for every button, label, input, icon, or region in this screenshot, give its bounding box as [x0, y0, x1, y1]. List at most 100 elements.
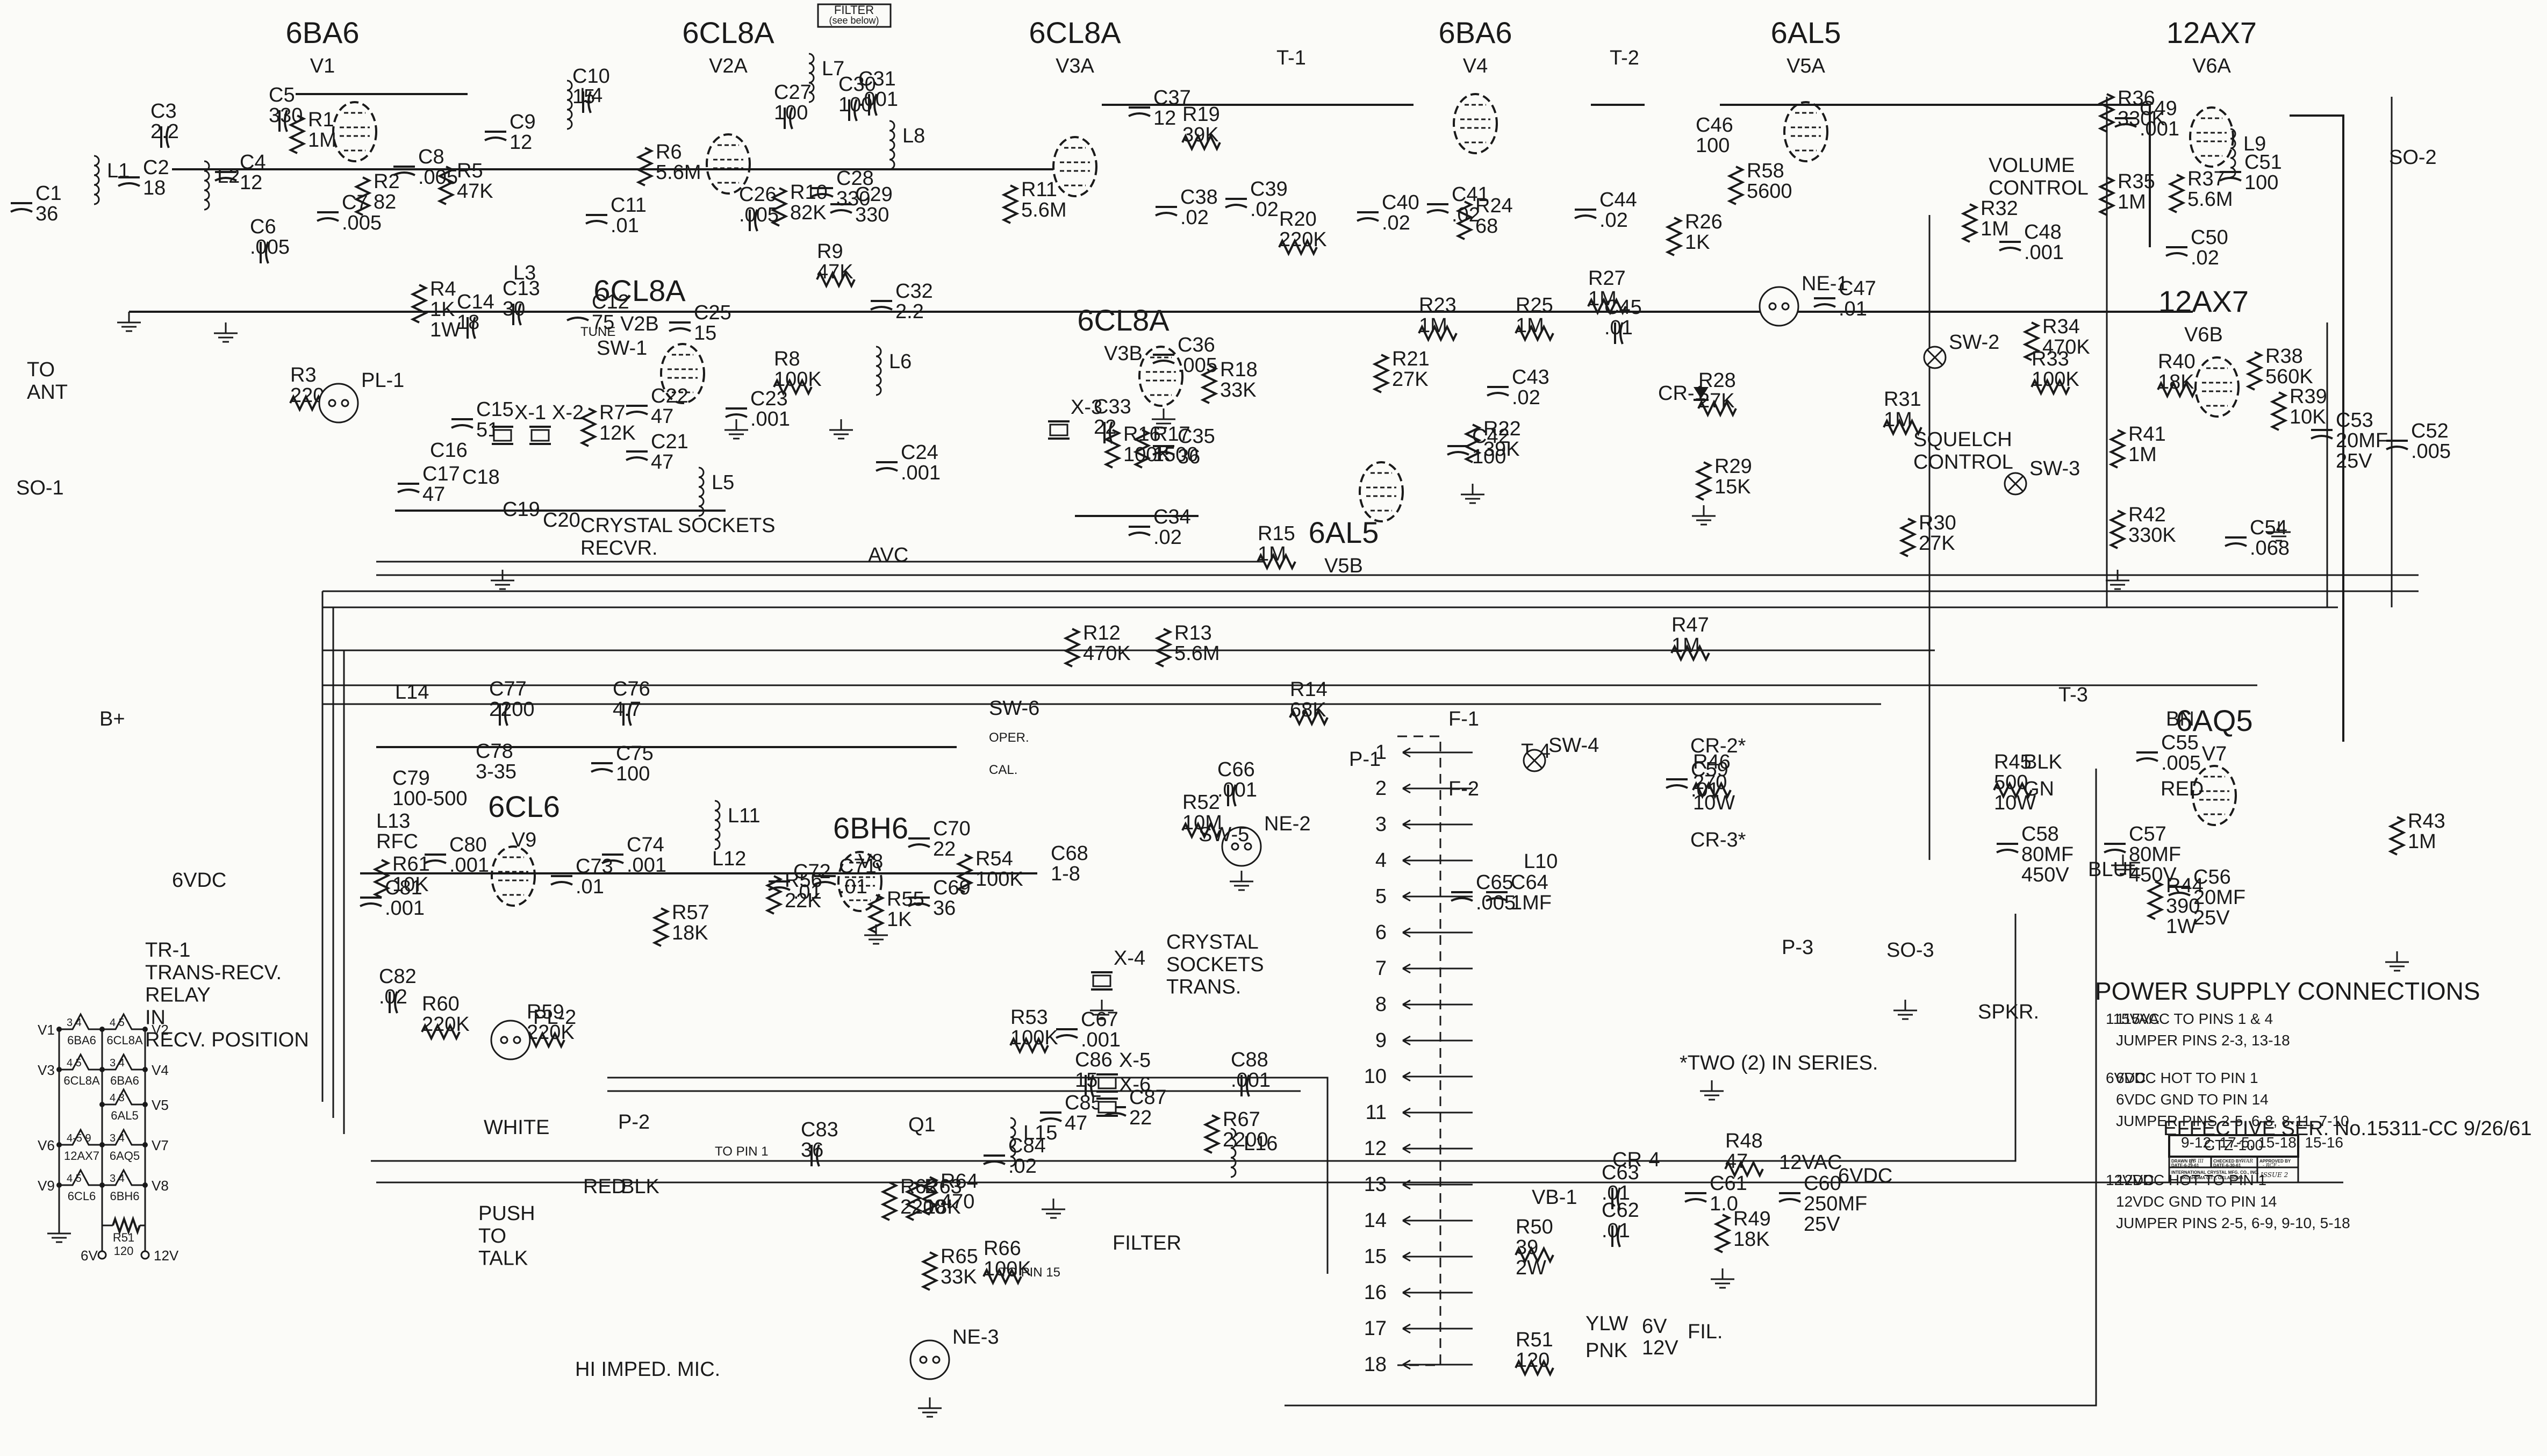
p1-pin-10: 10	[1364, 1065, 1473, 1088]
component-c70-value: 22	[933, 838, 956, 860]
drawn-by-signature: JB III	[2190, 1159, 2204, 1164]
component-x-5-ref: X-5	[1119, 1049, 1151, 1072]
component-c37-value: 12	[1153, 107, 1176, 130]
component-c71-value: .01	[839, 876, 867, 898]
p1-pin-number: 1	[1375, 741, 1387, 764]
component-c47-ref: C47	[1839, 277, 1876, 300]
component-c58-value: 80MF	[2021, 843, 2074, 866]
component-l14: L14	[395, 681, 429, 704]
label-volume-control: CONTROL	[1989, 177, 2089, 199]
component-so-3-ref: SO-3	[1886, 939, 1934, 962]
component-c46-value: 100	[1696, 134, 1730, 157]
label-v6dc: 6VDC	[1838, 1165, 1892, 1187]
component-r48-value: 47	[1725, 1150, 1748, 1173]
p1-pin-15: 15	[1364, 1245, 1473, 1268]
tube-v5a-type: 6AL5	[1771, 16, 1841, 49]
component-sw-1: SW-1	[597, 337, 647, 360]
p1-pin-number: 4	[1375, 849, 1387, 872]
component-r11-ref: R11	[1021, 178, 1057, 201]
tube-v3b-id: V3B	[1104, 342, 1143, 365]
component-c62-value: .01	[1602, 1220, 1630, 1242]
title-block: EFFECTIVE SER. No.15311-CC 9/26/61 CTZ-1…	[2163, 1117, 2532, 1184]
component-cr-4-ref: CR-4	[1612, 1149, 1660, 1171]
heater-right-tube-type: 6AL5	[111, 1109, 138, 1122]
component-r58-value: 5600	[1747, 180, 1792, 203]
component-r6-value: 5.6M	[656, 161, 701, 184]
component-c41-ref: C41	[1452, 183, 1489, 206]
component-cr-2-ref: CR-2*	[1690, 735, 1746, 757]
heater-resistor-ref: R51	[113, 1231, 134, 1244]
p1-pin-13: 13	[1364, 1173, 1473, 1196]
tube-v2a: 6CL8A V2A	[682, 16, 774, 195]
component-r52-value: 10M	[1182, 812, 1222, 834]
component-l8: L8	[889, 120, 925, 170]
component-sw-2-ref: SW-2	[1949, 331, 1999, 354]
component-c19-ref: C19	[503, 498, 540, 521]
component-c40-value: .02	[1382, 212, 1410, 234]
component-p-3: P-3	[1782, 936, 1813, 959]
component-r46-value: 10W	[1693, 792, 1735, 814]
component-c28-value: 330	[836, 188, 870, 210]
component-l10-ref: L10	[1524, 850, 1558, 873]
component-r15-value: 1M	[1258, 543, 1286, 565]
component-c6: C6.005	[250, 216, 290, 264]
component-r32-ref: R32	[1981, 197, 2018, 220]
component-l4-ref: L4	[580, 84, 602, 107]
component-c29-ref: C29	[855, 183, 893, 206]
component-c76-ref: C76	[613, 678, 650, 700]
component-r46-value: 270	[1693, 771, 1727, 794]
tube-v2a-id: V2A	[709, 55, 748, 77]
tube-v7-id: V7	[2202, 743, 2227, 765]
component-c53-ref: C53	[2336, 409, 2373, 432]
component-c78-value: 3-35	[476, 761, 516, 783]
component-c45-value: .01	[1604, 317, 1633, 339]
component-c57-value: 450V	[2129, 864, 2177, 886]
component-c53-value: 25V	[2336, 450, 2372, 472]
component-r39-ref: R39	[2290, 385, 2327, 408]
tube-v7-type: 6AQ5	[2176, 704, 2252, 737]
heater-right-pins: 4 3	[110, 1092, 125, 1104]
component-l16: L16	[1230, 1128, 1278, 1178]
heater-right-pins: 3 4	[110, 1057, 125, 1069]
tube-v5b-id: V5B	[1324, 555, 1363, 577]
component-c31-ref: C31	[858, 68, 896, 90]
p1-pin-6: 6	[1375, 921, 1473, 944]
tube-v2a-type: 6CL8A	[682, 16, 774, 49]
component-c83-value: 36	[801, 1139, 823, 1161]
component-x-2: X-2	[529, 401, 584, 445]
component-r4-ref: R4	[430, 278, 456, 300]
component-vb-1: VB-1	[1532, 1186, 1577, 1209]
component-r41-value: 1M	[2128, 443, 2157, 466]
component-r57-ref: R57	[672, 901, 709, 924]
component-x-5: X-5	[1096, 1049, 1151, 1093]
component-c66: C66.001	[1217, 758, 1257, 807]
component-ne-2-ref: NE-2	[1264, 813, 1311, 835]
component-c80-ref: C80	[449, 834, 487, 856]
component-c61-value: 1.0	[1710, 1193, 1738, 1215]
tube-v4-type: 6BA6	[1439, 16, 1512, 49]
component-r58-ref: R58	[1747, 160, 1784, 182]
component-so-2: SO-2	[2389, 146, 2437, 169]
component-p-2: P-2	[618, 1111, 650, 1134]
power-supply-mode: 6VDC	[2106, 1070, 2146, 1086]
component-c18: C18	[462, 466, 500, 489]
model-number: CTZ-100	[2204, 1137, 2263, 1153]
